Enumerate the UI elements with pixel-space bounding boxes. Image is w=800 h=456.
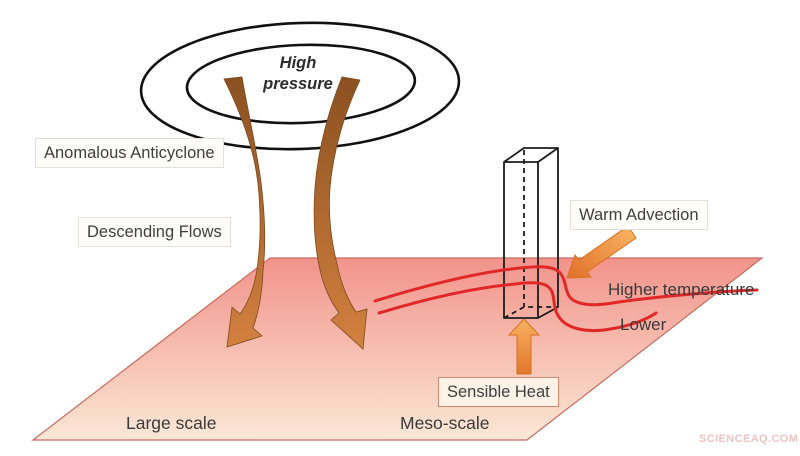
meso-scale-label: Meso-scale — [400, 413, 490, 433]
large-scale-label: Large scale — [126, 413, 217, 433]
isotherm-lower — [377, 281, 658, 333]
anticyclone-inner-ellipse — [185, 43, 417, 125]
column-hidden-edges — [503, 150, 558, 319]
atmospheric-column — [503, 147, 559, 319]
sensible-heat-arrow — [507, 318, 541, 375]
high-pressure-label: High pressure — [263, 54, 333, 94]
descending-flow-arrows — [223, 76, 368, 350]
descending-flows-label: Descending Flows — [78, 217, 231, 248]
isotherm-upper — [373, 265, 759, 307]
anticyclone-symbol — [139, 21, 461, 151]
descending-flow-arrow-left — [223, 76, 266, 348]
watermark: SCIENCEAQ.COM — [699, 433, 799, 445]
anticyclone-outer-ellipse — [139, 21, 461, 151]
warm-advection-label: Warm Advection — [570, 200, 708, 231]
lower-temperature-label: Lower — [620, 315, 667, 334]
warm-advection-arrow — [566, 225, 637, 279]
higher-temperature-label: Higher temperature — [608, 280, 755, 299]
sensible-heat-label: Sensible Heat — [438, 377, 559, 408]
anomalous-anticyclone-label: Anomalous Anticyclone — [35, 138, 224, 169]
isotherm-lines — [373, 265, 759, 333]
descending-flow-arrow-right — [313, 76, 368, 350]
